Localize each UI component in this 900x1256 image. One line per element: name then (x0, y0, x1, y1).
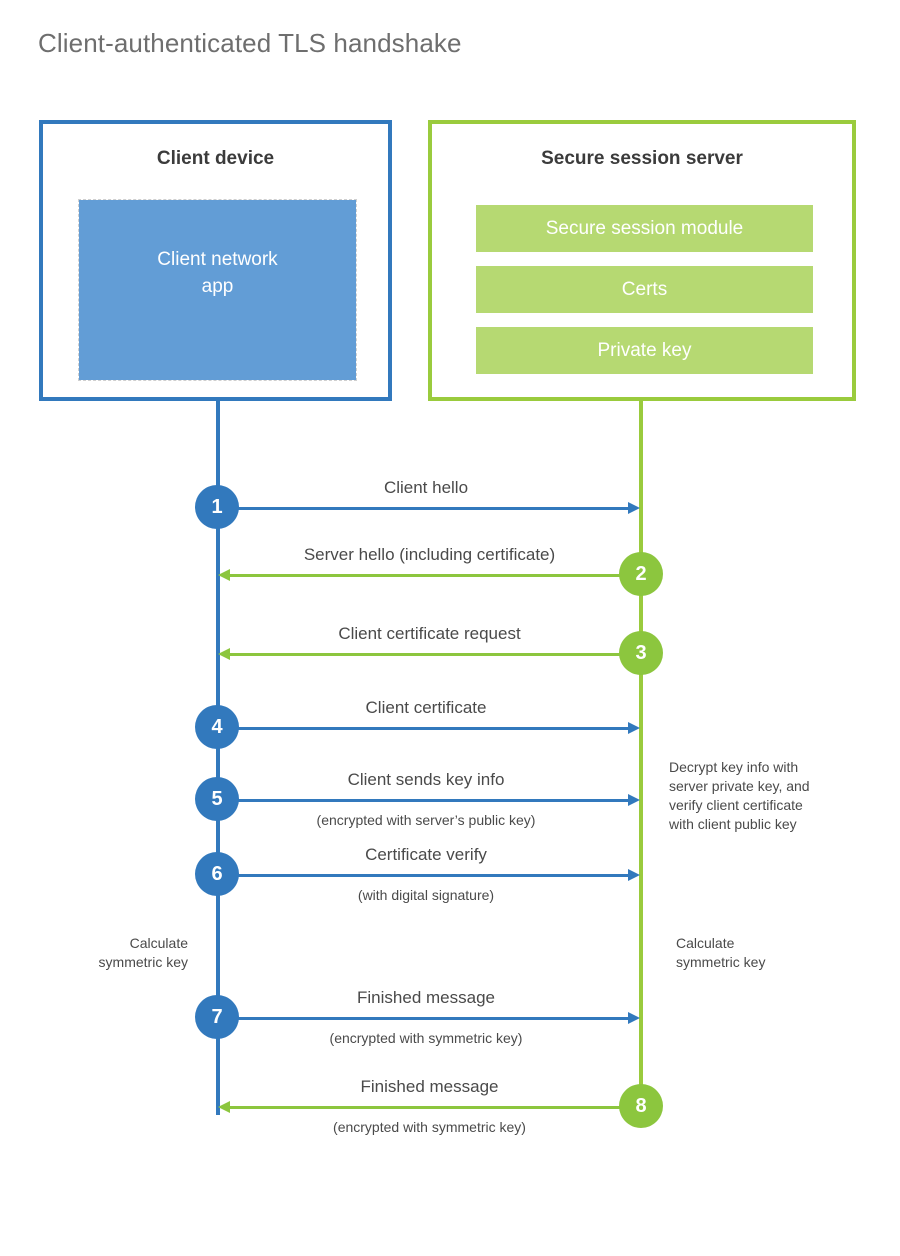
step-marker-2: 2 (619, 552, 663, 596)
client-app-label-line2: app (201, 276, 234, 297)
message-8-label: Finished message (360, 1077, 499, 1096)
server-component-certs: Certs (476, 266, 813, 313)
message-3-label: Client certificate request (338, 624, 521, 643)
arrow-right-icon (628, 722, 640, 734)
note-server-calculate-line2: symmetric key (676, 954, 766, 970)
client-lifeline (216, 399, 220, 1115)
client-network-app-block: Client network app (78, 199, 357, 381)
step-marker-1: 1 (195, 485, 239, 529)
arrow-right-icon (628, 794, 640, 806)
step-marker-3: 3 (619, 631, 663, 675)
step-marker-4: 4 (195, 705, 239, 749)
message-1-label: Client hello (383, 478, 469, 497)
note-server-decrypt: Decrypt key info with server private key… (669, 758, 859, 834)
note-server-calculate-symmetric-key: Calculate symmetric key (676, 934, 846, 972)
note-client-calculate-line2: symmetric key (98, 954, 188, 970)
message-6-line (218, 874, 634, 877)
secure-session-server-box: Secure session server Secure session mod… (428, 120, 856, 401)
server-component-secure-session-module: Secure session module (476, 205, 813, 252)
note-client-calculate-line1: Calculate (129, 935, 188, 951)
message-5-label: Client sends key info (347, 770, 505, 789)
message-6-label: Certificate verify (365, 845, 487, 864)
message-2-line (225, 574, 641, 577)
message-7-line (218, 1017, 634, 1020)
message-5-line (218, 799, 634, 802)
note-server-decrypt-line4: with client public key (669, 816, 797, 832)
step-marker-5: 5 (195, 777, 239, 821)
step-marker-8: 8 (619, 1084, 663, 1128)
arrow-left-icon (218, 569, 230, 581)
client-network-app-label: Client network app (157, 246, 277, 300)
note-server-calculate-line1: Calculate (676, 935, 735, 951)
client-device-box: Client device Client network app (39, 120, 392, 401)
note-client-calculate-symmetric-key: Calculate symmetric key (25, 934, 188, 972)
arrow-left-icon (218, 1101, 230, 1113)
message-8-sublabel: (encrypted with symmetric key) (333, 1119, 526, 1135)
message-1-line (218, 507, 634, 510)
note-server-decrypt-line3: verify client certificate (669, 797, 803, 813)
arrow-right-icon (628, 1012, 640, 1024)
arrow-left-icon (218, 648, 230, 660)
message-4-label: Client certificate (365, 698, 487, 717)
message-2-label: Server hello (including certificate) (303, 545, 556, 564)
message-6-sublabel: (with digital signature) (357, 887, 495, 903)
message-3-line (225, 653, 641, 656)
note-server-decrypt-line2: server private key, and (669, 778, 810, 794)
note-server-decrypt-line1: Decrypt key info with (669, 759, 799, 775)
arrow-right-icon (628, 502, 640, 514)
server-lifeline (639, 399, 643, 1106)
client-device-title: Client device (156, 148, 275, 169)
step-marker-7: 7 (195, 995, 239, 1039)
message-5-sublabel: (encrypted with server’s public key) (316, 812, 536, 828)
step-marker-6: 6 (195, 852, 239, 896)
secure-session-server-title: Secure session server (541, 148, 743, 169)
message-8-line (225, 1106, 641, 1109)
client-app-label-line1: Client network (157, 249, 278, 270)
page-title: Client-authenticated TLS handshake (38, 28, 462, 58)
message-7-sublabel: (encrypted with symmetric key) (329, 1030, 523, 1046)
message-7-label: Finished message (357, 988, 495, 1007)
arrow-right-icon (628, 869, 640, 881)
server-component-private-key: Private key (476, 327, 813, 374)
message-4-line (218, 727, 634, 730)
